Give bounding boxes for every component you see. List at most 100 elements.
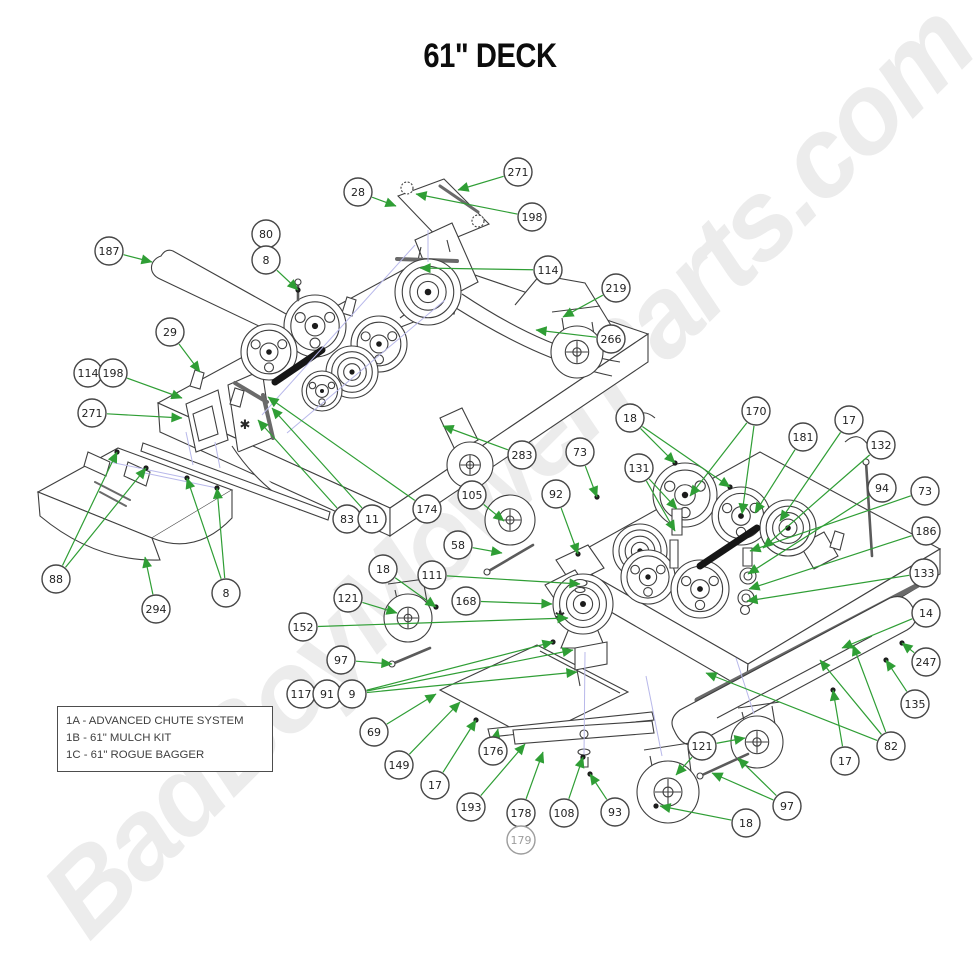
- leader-line: [446, 575, 581, 589]
- leader-line: [371, 196, 397, 208]
- leader-line: [562, 294, 604, 318]
- callout-8: 8: [211, 578, 241, 608]
- leader-line: [480, 743, 526, 797]
- leader-line: [716, 735, 746, 745]
- leader-line: [472, 546, 503, 557]
- callout-121: 121: [333, 583, 363, 613]
- svg-text:111: 111: [422, 569, 443, 582]
- leader-line: [584, 465, 598, 498]
- leader-line: [64, 467, 147, 568]
- callout-187: 187: [94, 236, 124, 266]
- callout-91: 91: [312, 679, 342, 709]
- svg-text:69: 69: [367, 726, 381, 739]
- svg-text:219: 219: [606, 282, 627, 295]
- callout-92: 92: [541, 479, 571, 509]
- callout-18: 18: [731, 808, 761, 838]
- svg-text:131: 131: [629, 462, 650, 475]
- leader-line: [525, 751, 545, 800]
- svg-text:97: 97: [334, 654, 348, 667]
- svg-text:133: 133: [914, 567, 935, 580]
- svg-text:135: 135: [905, 698, 926, 711]
- callout-149: 149: [384, 750, 414, 780]
- leader-line: [642, 426, 731, 488]
- callout-17: 17: [834, 405, 864, 435]
- leader-line: [779, 432, 842, 522]
- callout-82: 82: [876, 731, 906, 761]
- leader-line: [852, 644, 887, 733]
- svg-text:18: 18: [739, 817, 753, 830]
- callout-271: 271: [77, 398, 107, 428]
- leader-line: [106, 412, 183, 423]
- svg-text:132: 132: [871, 439, 892, 452]
- callout-97: 97: [772, 791, 802, 821]
- callout-69: 69: [359, 717, 389, 747]
- leader-line: [415, 191, 518, 215]
- callout-283: 283: [507, 440, 537, 470]
- callout-114: 114: [73, 358, 103, 388]
- svg-text:170: 170: [746, 405, 767, 418]
- callout-174: 174: [412, 494, 442, 524]
- leader-line: [419, 263, 534, 274]
- svg-text:17: 17: [838, 755, 852, 768]
- callout-178: 178: [506, 798, 536, 828]
- svg-text:149: 149: [389, 759, 410, 772]
- svg-text:73: 73: [918, 485, 932, 498]
- callout-179: 179: [506, 825, 536, 855]
- callout-114: 114: [533, 255, 563, 285]
- leader-line: [885, 659, 908, 692]
- leader-line: [535, 326, 597, 338]
- leader-line: [589, 773, 608, 800]
- leader-line: [738, 425, 755, 515]
- leader-line: [366, 639, 554, 691]
- callout-198: 198: [517, 202, 547, 232]
- leader-line: [61, 451, 118, 566]
- callout-132: 132: [866, 430, 896, 460]
- leader-line: [645, 480, 676, 532]
- callout-9: 9: [337, 679, 367, 709]
- leader-line: [212, 487, 226, 579]
- leader-line: [317, 613, 569, 628]
- callout-18: 18: [368, 554, 398, 584]
- leader-line: [142, 556, 154, 595]
- legend-item-1a: 1A - ADVANCED CHUTE SYSTEM: [66, 715, 244, 727]
- legend-box: 1A - ADVANCED CHUTE SYSTEM 1B - 61" MULC…: [57, 706, 273, 773]
- callout-58: 58: [443, 530, 473, 560]
- callout-29: 29: [155, 317, 185, 347]
- callout-80: 80: [251, 219, 281, 249]
- leader-line: [746, 574, 910, 605]
- svg-text:82: 82: [884, 740, 898, 753]
- callout-266: 266: [596, 324, 626, 354]
- svg-text:83: 83: [340, 513, 354, 526]
- leader-line: [901, 642, 915, 654]
- leader-line: [394, 577, 437, 608]
- leader-line: [711, 772, 774, 801]
- callout-121: 121: [687, 731, 717, 761]
- leader-line: [689, 422, 748, 497]
- svg-text:152: 152: [293, 621, 314, 634]
- svg-text:178: 178: [511, 807, 532, 820]
- svg-text:29: 29: [163, 326, 177, 339]
- svg-text:28: 28: [351, 186, 365, 199]
- svg-text:181: 181: [793, 431, 814, 444]
- leader-line: [178, 343, 201, 373]
- callout-152: 152: [288, 612, 318, 642]
- svg-text:193: 193: [461, 801, 482, 814]
- svg-text:187: 187: [99, 245, 120, 258]
- callout-14: 14: [911, 598, 941, 628]
- leader-line: [355, 658, 393, 669]
- svg-text:105: 105: [462, 489, 483, 502]
- leader-line: [480, 598, 553, 609]
- callout-28: 28: [343, 177, 373, 207]
- leader-line: [737, 757, 777, 796]
- leader-line: [640, 428, 676, 464]
- svg-text:73: 73: [573, 446, 587, 459]
- leader-line: [442, 719, 477, 773]
- callout-73: 73: [910, 476, 940, 506]
- leader-line: [257, 419, 338, 509]
- callout-133: 133: [909, 558, 939, 588]
- callout-105: 105: [457, 480, 487, 510]
- callout-168: 168: [451, 586, 481, 616]
- leader-line: [748, 535, 912, 591]
- callout-17: 17: [420, 770, 450, 800]
